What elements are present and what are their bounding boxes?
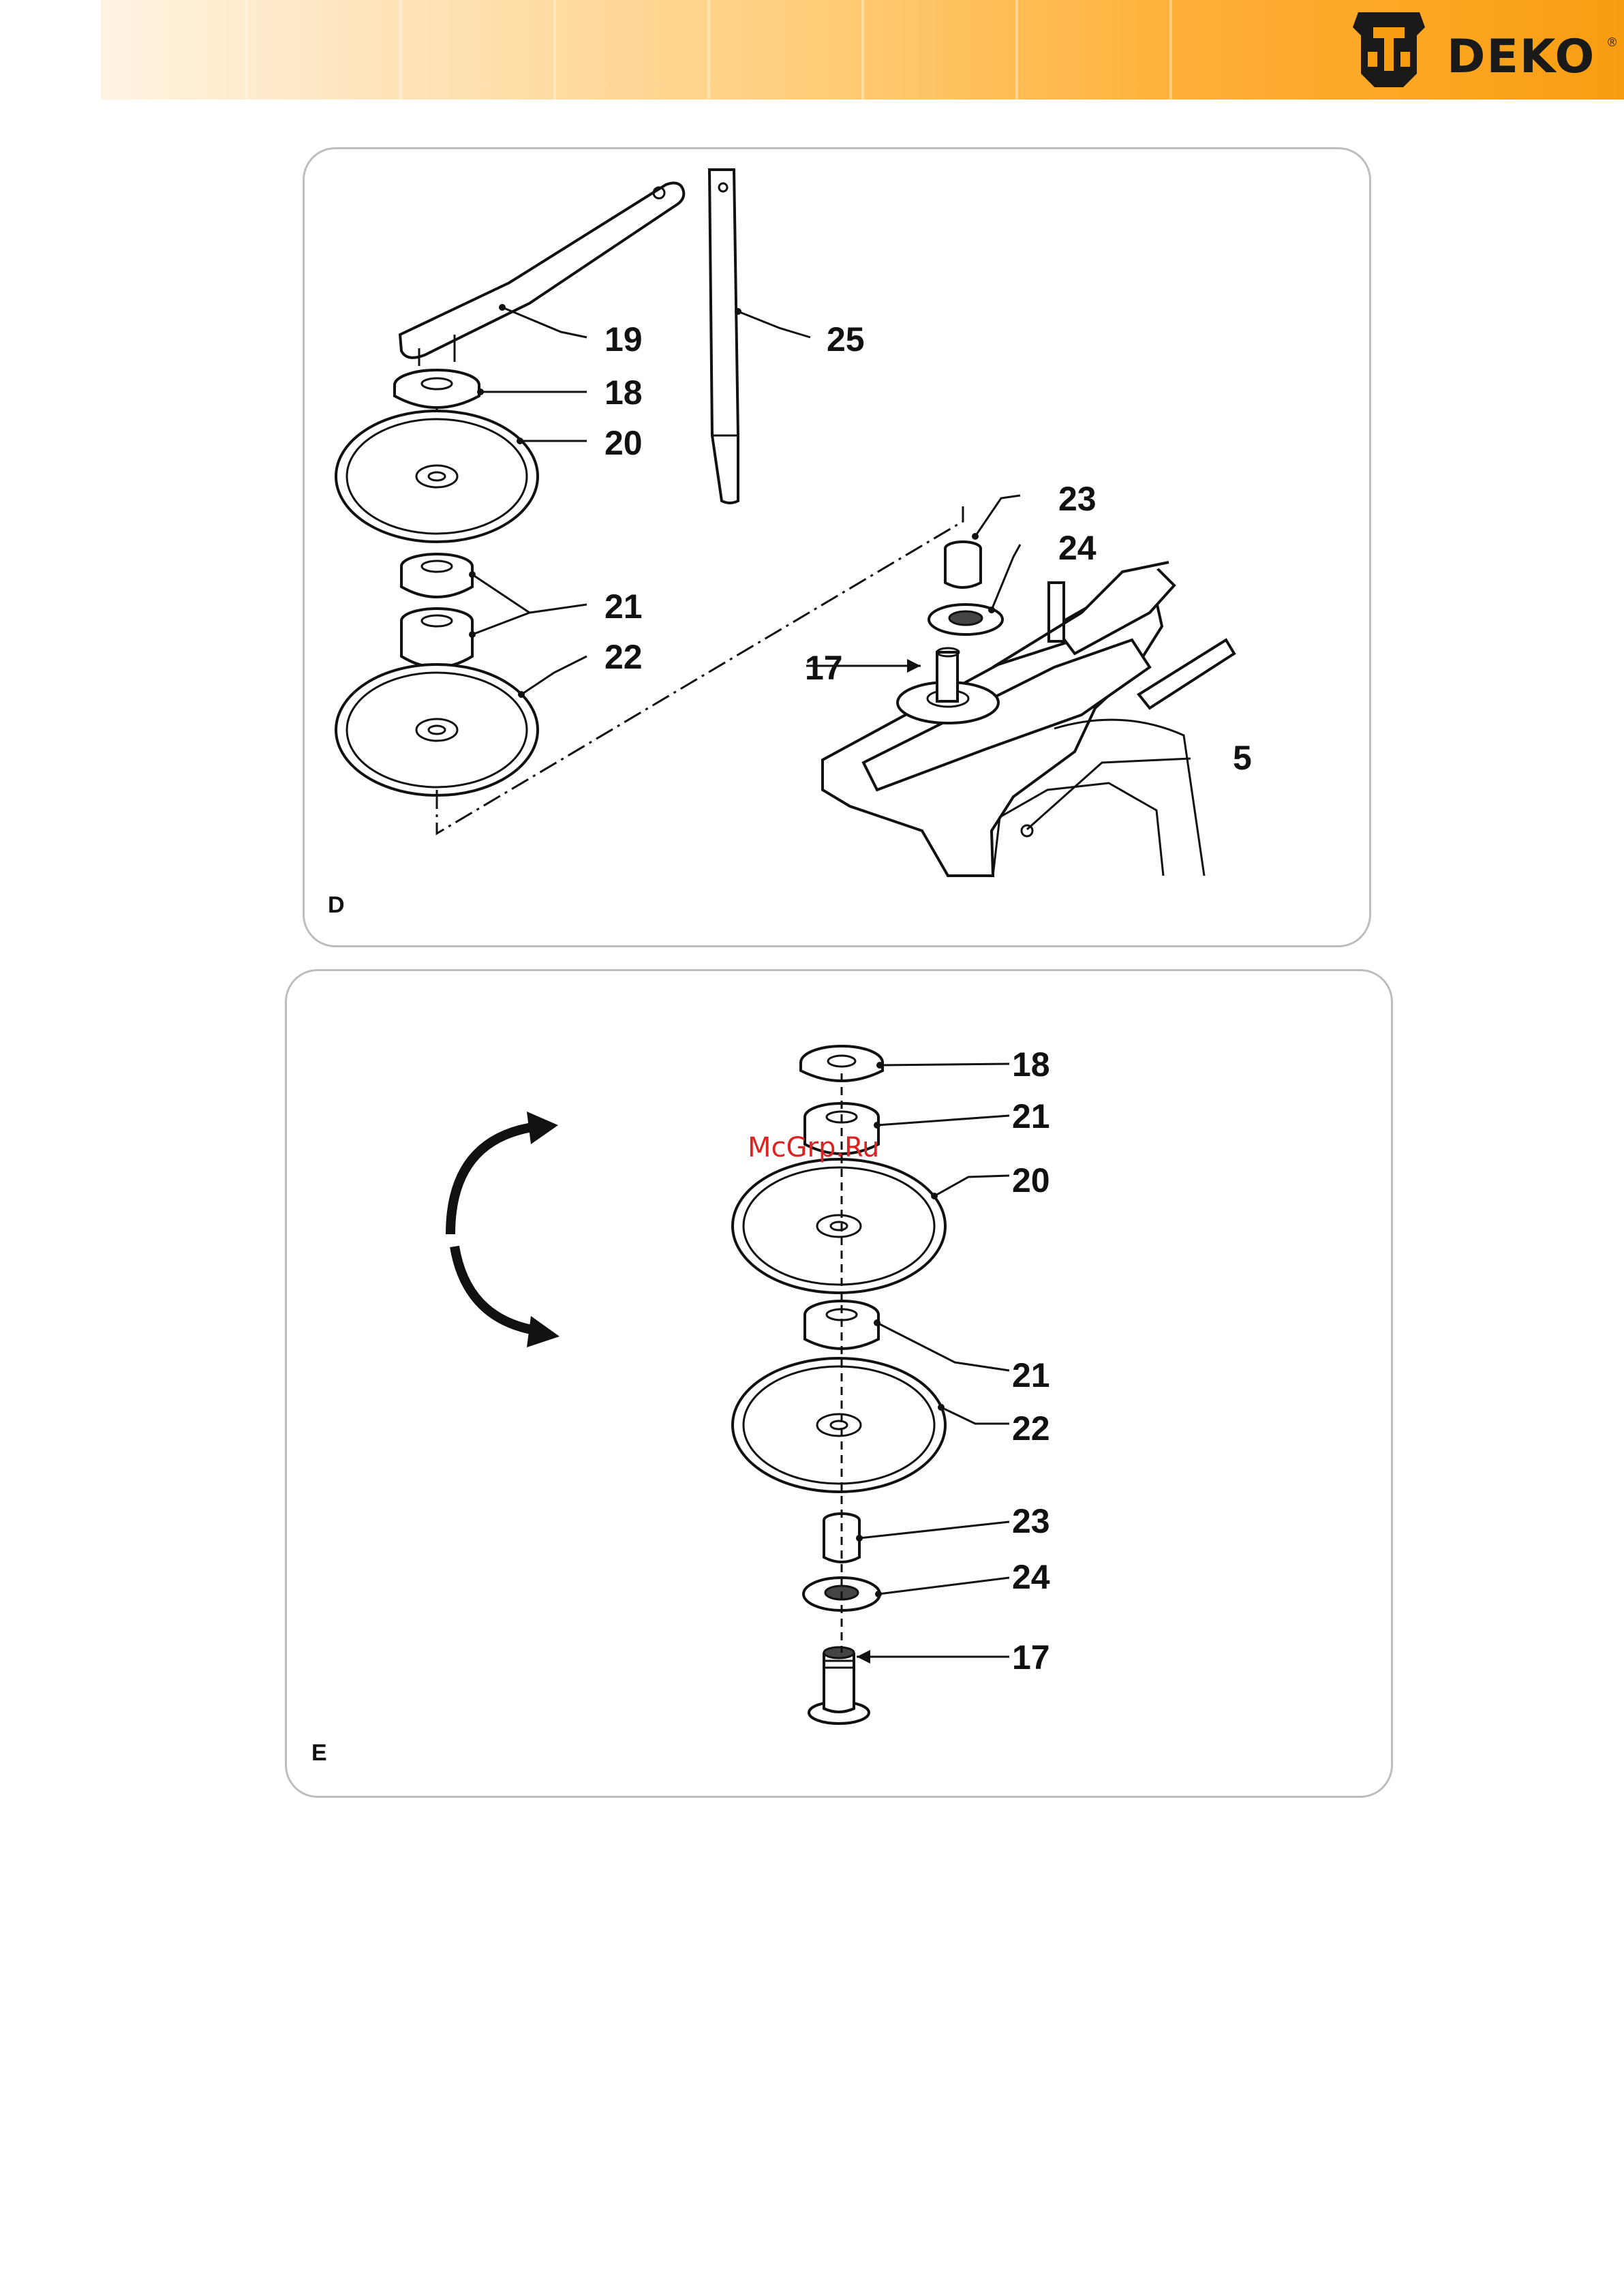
callout-22: 22 (604, 638, 643, 676)
locking-bar (709, 170, 738, 503)
header-band (1169, 0, 1172, 100)
figure-panel-e: 18 21 20 21 22 23 24 17 McGrp.Ru E (285, 969, 1393, 1798)
callout-20: 20 (1012, 1161, 1050, 1199)
callout-5: 5 (1233, 739, 1252, 777)
spacer-ring (401, 609, 472, 667)
callout-17: 17 (805, 649, 843, 687)
panel-label-d: D (328, 892, 345, 919)
leader-lines (472, 307, 1191, 829)
deko-logo: DEKO ® (1338, 0, 1624, 100)
spacer-ring (401, 554, 472, 597)
callout-17: 17 (1012, 1638, 1050, 1677)
callout-18: 18 (1012, 1045, 1050, 1084)
callout-23: 23 (1012, 1502, 1050, 1540)
header-band (245, 0, 248, 100)
saw-blade (733, 1358, 945, 1492)
callout-25: 25 (827, 320, 865, 358)
callout-21: 21 (1012, 1356, 1050, 1394)
callout-22: 22 (1012, 1409, 1050, 1448)
exploded-diagram-d: 19 18 20 21 22 25 23 24 17 5 (305, 149, 1369, 945)
header-band (707, 0, 710, 100)
callout-21: 21 (1012, 1097, 1050, 1135)
panel-label-e: E (311, 1740, 327, 1766)
brand-name: DEKO (1447, 30, 1595, 84)
saw-blade (336, 664, 538, 795)
callout-24: 24 (1058, 529, 1097, 567)
header-band (1015, 0, 1018, 100)
flange-nut (395, 370, 479, 408)
callout-19: 19 (604, 320, 643, 358)
exploded-diagram-e: 18 21 20 21 22 23 24 17 McGrp.Ru (287, 971, 1391, 1796)
robot-head-icon (1338, 0, 1440, 100)
page-header: DEKO ® (101, 0, 1624, 100)
spindle (809, 1647, 869, 1724)
bushing (945, 542, 981, 587)
header-band (553, 0, 556, 100)
callout-24: 24 (1012, 1558, 1050, 1596)
saw-blade (733, 1159, 945, 1293)
callout-20: 20 (604, 424, 643, 462)
registered-mark: ® (1608, 35, 1617, 50)
leader-lines (857, 1064, 1009, 1657)
callout-21: 21 (604, 587, 643, 626)
header-band (861, 0, 864, 100)
callout-23: 23 (1058, 480, 1097, 518)
callout-18: 18 (604, 373, 643, 412)
figure-panel-d: 19 18 20 21 22 25 23 24 17 5 D (303, 147, 1371, 947)
header-band (399, 0, 402, 100)
watermark-text: McGrp.Ru (748, 1132, 879, 1163)
saw-blade (336, 411, 538, 542)
flip-arrow-icon (450, 1112, 560, 1347)
